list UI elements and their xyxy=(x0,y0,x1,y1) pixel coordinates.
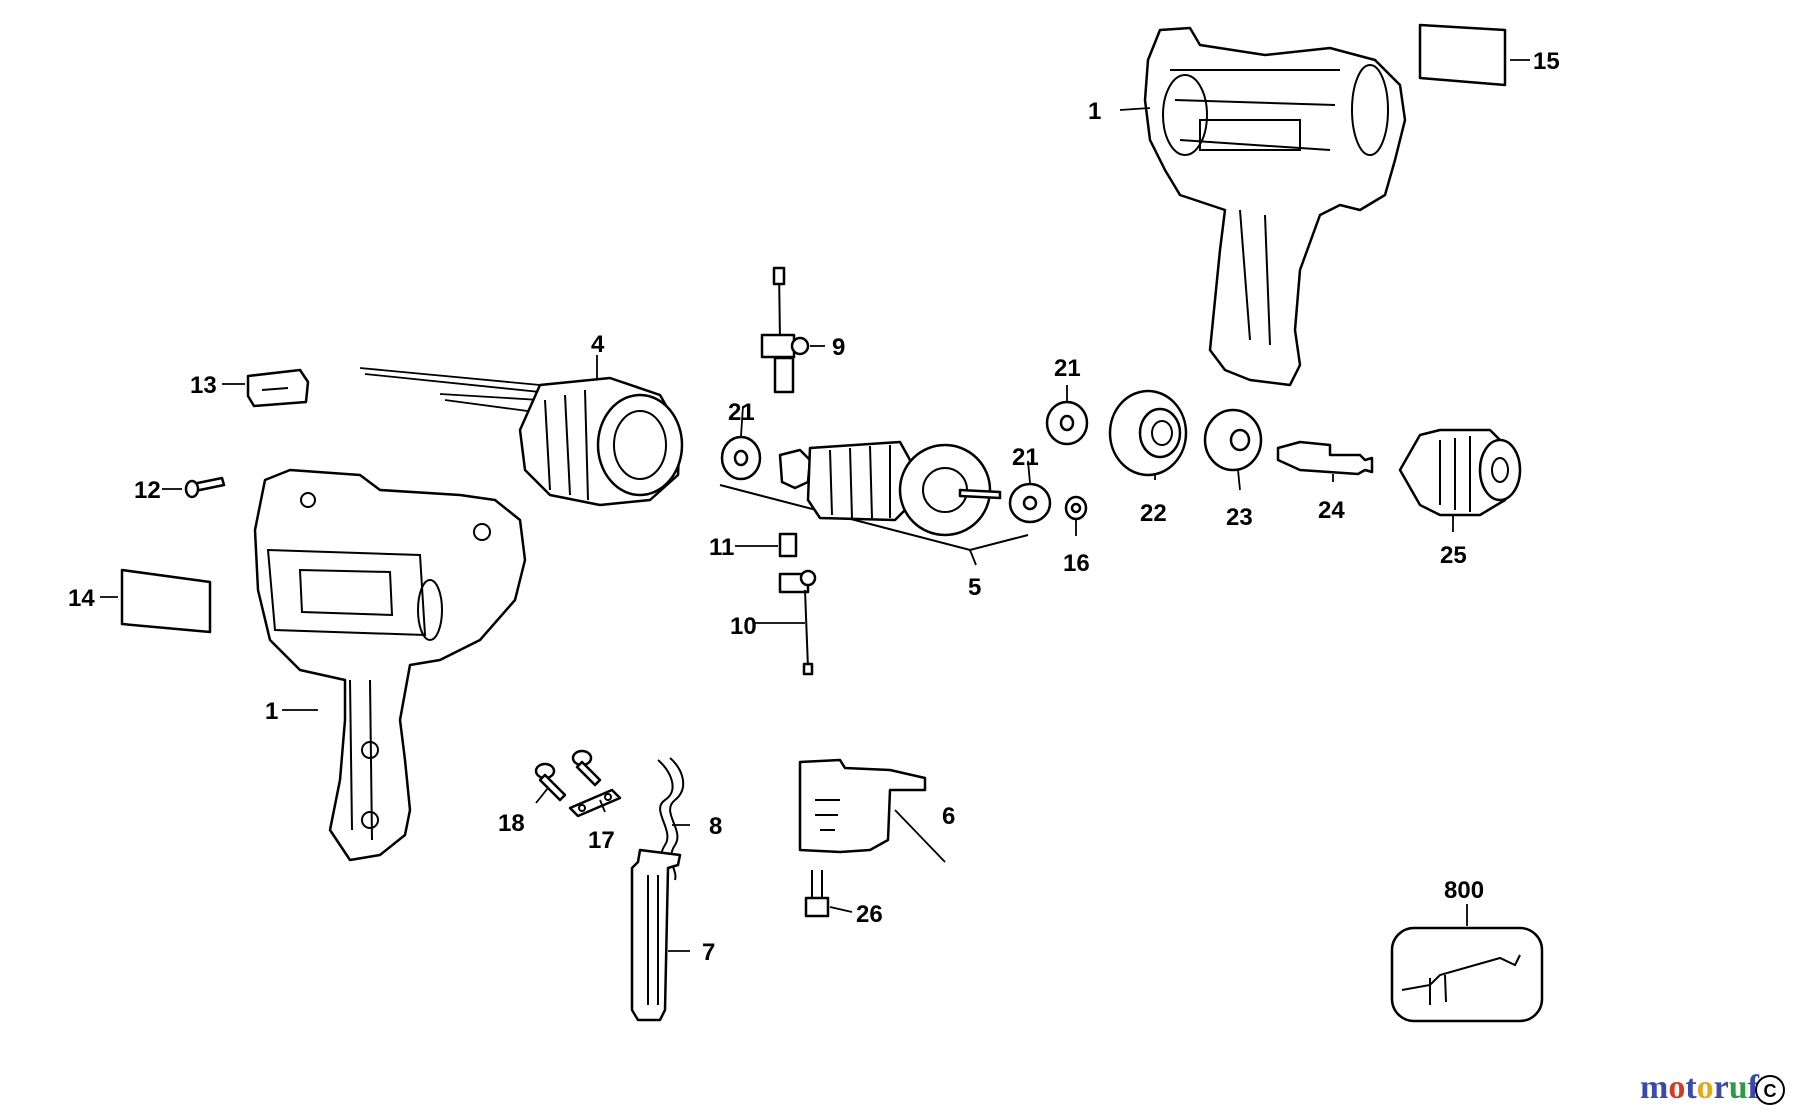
label-15: 15 xyxy=(1533,48,1560,75)
ring-23 xyxy=(1203,408,1263,472)
screws-18 xyxy=(534,749,602,802)
housing-half-top-right xyxy=(1143,26,1407,387)
leader-lines xyxy=(100,59,1530,952)
label-13: 13 xyxy=(190,372,217,399)
switch-6 xyxy=(798,758,927,854)
armature-5 xyxy=(719,440,1029,552)
bearing-21-left xyxy=(720,435,762,481)
capacitor-26 xyxy=(804,870,830,918)
label-21-left: 21 xyxy=(728,399,755,426)
label-9: 9 xyxy=(832,334,845,361)
bearing-21-right xyxy=(1008,482,1052,524)
housing-half-front xyxy=(253,468,527,862)
watermark-badge-letter: C xyxy=(1764,1081,1777,1101)
part-labels: 1 15 1 14 12 13 4 5 6 7 8 9 10 11 16 17 … xyxy=(68,48,1560,966)
label-16: 16 xyxy=(1063,550,1090,577)
label-25: 25 xyxy=(1440,542,1467,569)
watermark: motoruf C xyxy=(1640,1069,1785,1106)
label-14: 14 xyxy=(68,585,95,612)
label-22: 22 xyxy=(1140,500,1167,527)
brush-holder-9 xyxy=(760,266,810,394)
spindle-24 xyxy=(1276,440,1374,476)
label-4: 4 xyxy=(591,331,605,358)
label-21-right: 21 xyxy=(1012,444,1039,471)
name-plate-15 xyxy=(1418,23,1507,87)
watermark-letter: o xyxy=(1697,1069,1714,1106)
field-stator-4 xyxy=(359,367,684,507)
watermark-letter: m xyxy=(1640,1069,1668,1106)
label-21-upper: 21 xyxy=(1054,355,1081,382)
brush-cap-13 xyxy=(246,368,310,408)
label-24: 24 xyxy=(1318,497,1345,524)
washer-16 xyxy=(1064,495,1088,521)
label-800: 800 xyxy=(1444,877,1484,904)
label-5: 5 xyxy=(968,574,981,601)
watermark-letter: t xyxy=(1685,1069,1697,1106)
watermark-letter: o xyxy=(1668,1069,1685,1106)
label-8: 8 xyxy=(709,813,722,840)
watermark-badge xyxy=(1755,1075,1785,1105)
label-1-top: 1 xyxy=(1088,98,1101,125)
bearing-22 xyxy=(1108,389,1188,477)
label-26: 26 xyxy=(856,901,883,928)
cord-guard-7 xyxy=(630,848,682,1022)
label-17: 17 xyxy=(588,827,615,854)
chuck-25 xyxy=(1398,428,1522,517)
service-kit-800 xyxy=(1390,926,1544,1023)
label-6: 6 xyxy=(942,803,955,830)
label-12: 12 xyxy=(134,477,161,504)
watermark-text: motoruf xyxy=(1640,1069,1760,1106)
brush-11 xyxy=(778,532,798,558)
name-plate-14 xyxy=(120,568,212,634)
label-23: 23 xyxy=(1226,504,1253,531)
watermark-letter: u xyxy=(1729,1069,1748,1106)
label-18: 18 xyxy=(498,810,525,837)
brush-holder-10 xyxy=(778,569,817,676)
bearing-21-upper xyxy=(1045,400,1089,446)
label-11: 11 xyxy=(709,534,734,561)
cord-clamp-17 xyxy=(568,788,622,818)
screw-12 xyxy=(184,476,226,499)
label-7: 7 xyxy=(702,939,715,966)
watermark-letter: r xyxy=(1714,1069,1729,1106)
label-1-front: 1 xyxy=(265,698,278,725)
label-10: 10 xyxy=(730,613,757,640)
